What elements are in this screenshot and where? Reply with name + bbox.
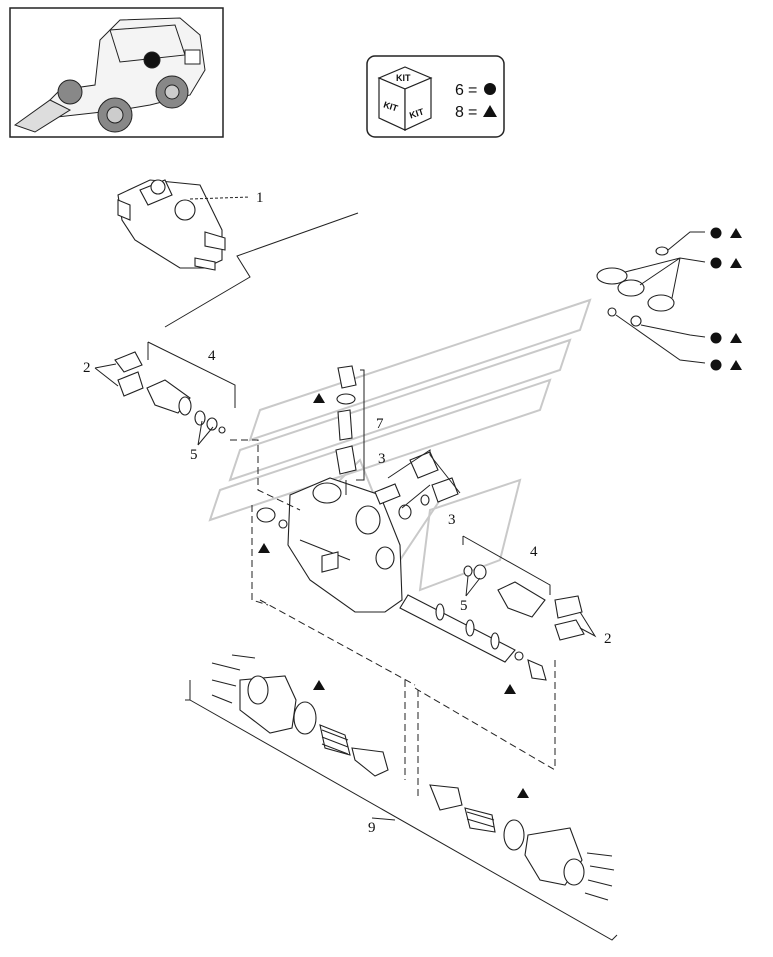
kit6-marker: [710, 227, 722, 239]
kit6-marker: [710, 332, 722, 344]
valve-section-part-1: [117, 179, 226, 271]
kit-legend: KIT KIT KIT 6 = 8 =: [366, 55, 505, 138]
callout-3-bottom: 3: [448, 512, 456, 528]
kit8-marker: [517, 788, 529, 798]
bottom-right-cover-group: [429, 784, 615, 901]
kit-label-right: KIT: [408, 106, 425, 120]
kit8-marker: [258, 543, 270, 553]
left-spool-cap-group: [114, 351, 226, 434]
kit6-marker: [710, 359, 722, 371]
callout-2-right: 2: [604, 631, 612, 647]
kit8-marker: [730, 360, 742, 370]
circle-marker-icon: [484, 83, 496, 95]
legend-kit-6-equals: =: [468, 82, 477, 99]
callout-9: 9: [368, 820, 376, 836]
kit8-marker: [730, 333, 742, 343]
kit-label-top: KIT: [396, 73, 411, 83]
location-marker-icon: [143, 51, 161, 69]
tractor-icon: [13, 17, 206, 133]
bracket-9: [189, 699, 618, 941]
main-valve-body: [256, 477, 403, 613]
callout-4-left: 4: [208, 348, 216, 364]
bottom-left-cover-group: [211, 654, 389, 777]
kit-box-icon: KIT KIT KIT: [377, 66, 433, 131]
callout-2-left: 2: [83, 360, 91, 376]
kit-label-left: KIT: [382, 100, 399, 114]
kit8-marker: [730, 228, 742, 238]
legend-kit-8-equals: =: [468, 104, 477, 121]
callout-3-top: 3: [378, 451, 386, 467]
machine-thumbnail: [9, 7, 224, 138]
right-spool-cap-group: [463, 564, 585, 641]
callout-5-right: 5: [460, 598, 468, 614]
break-line: [164, 212, 359, 328]
legend-kit-6-number: 6: [455, 82, 464, 99]
callout-1: 1: [256, 190, 264, 206]
legend-kit-8-number: 8: [455, 104, 464, 121]
kit8-marker: [504, 684, 516, 694]
seal-ring-group: [596, 227, 742, 371]
relief-valve-part-7: [335, 365, 357, 475]
plug-group-part-3: [374, 451, 459, 520]
kit8-marker: [730, 258, 742, 268]
kit8-marker: [313, 680, 325, 690]
callout-7: 7: [376, 416, 384, 432]
spool-shaft: [399, 594, 547, 681]
kit8-marker: [313, 393, 325, 403]
kit6-marker: [710, 257, 722, 269]
callout-5-left: 5: [190, 447, 198, 463]
callout-4-right: 4: [530, 544, 538, 560]
triangle-marker-icon: [483, 105, 497, 117]
